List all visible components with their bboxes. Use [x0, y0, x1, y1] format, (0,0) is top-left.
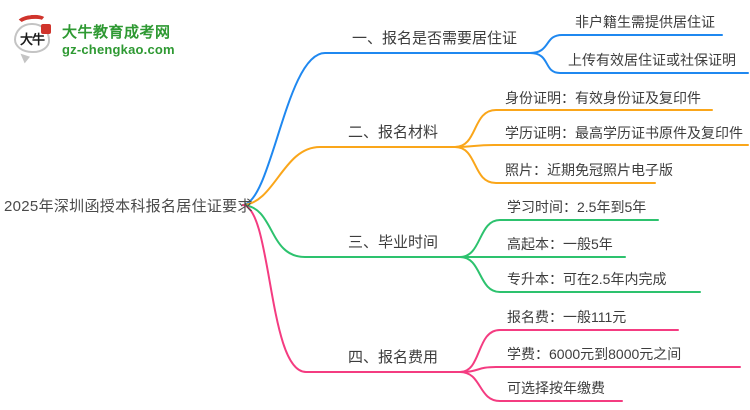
logo-speech-bubble: 大牛	[14, 23, 50, 53]
branch-2-leaf-1-line	[454, 109, 713, 148]
branch-2-line	[242, 146, 456, 206]
leaf-3-2: 高起本：一般5年	[507, 236, 613, 252]
branch-3-leaf-3-line	[459, 256, 701, 293]
logo-red-seal	[41, 24, 51, 34]
branch-3-label: 三、毕业时间	[348, 234, 439, 251]
daniu-logo-icon: 大牛	[12, 13, 54, 65]
branch-4-leaf-1-line	[459, 329, 679, 373]
site-url: gz-chengkao.com	[62, 42, 175, 57]
logo-bubble-text: 大牛	[19, 31, 45, 47]
branch-2-leaf-2-line	[454, 144, 749, 148]
branch-3-leaf-1-line	[459, 219, 659, 258]
root-node: 2025年深圳函授本科报名居住证要求	[4, 198, 253, 215]
leaf-1-2: 上传有效居住证或社保证明	[568, 52, 736, 68]
branch-1-label: 一、报名是否需要居住证	[352, 30, 518, 47]
leaf-2-3: 照片：近期免冠照片电子版	[505, 162, 673, 178]
branch-1-leaf-1-line	[529, 34, 723, 54]
branch-3-line	[242, 204, 461, 258]
branch-2-label: 二、报名材料	[348, 124, 439, 141]
leaf-3-3: 专升本：可在2.5年内完成	[507, 271, 667, 287]
site-logo: 大牛 大牛教育成考网 gz-chengkao.com	[12, 13, 175, 65]
branch-1-leaf-2-line	[529, 52, 749, 74]
leaf-2-1: 身份证明：有效身份证及复印件	[505, 90, 701, 106]
branch-4-leaf-2-line	[459, 366, 741, 373]
leaf-4-2: 学费：6000元到8000元之间	[507, 346, 682, 362]
logo-texts: 大牛教育成考网 gz-chengkao.com	[62, 14, 175, 57]
leaf-1-1: 非户籍生需提供居住证	[575, 14, 715, 30]
leaf-3-1: 学习时间：2.5年到5年	[507, 199, 647, 215]
branch-4-leaf-3-line	[459, 371, 623, 402]
site-name: 大牛教育成考网	[62, 24, 171, 41]
branch-4-label: 四、报名费用	[348, 349, 439, 366]
leaf-4-3: 可选择按年缴费	[507, 380, 605, 396]
branch-4-line	[242, 204, 461, 373]
branch-1-line	[242, 52, 531, 206]
leaf-4-1: 报名费：一般111元	[507, 309, 627, 325]
branch-2-leaf-3-line	[454, 146, 656, 184]
leaf-2-2: 学历证明：最高学历证书原件及复印件	[505, 125, 743, 141]
